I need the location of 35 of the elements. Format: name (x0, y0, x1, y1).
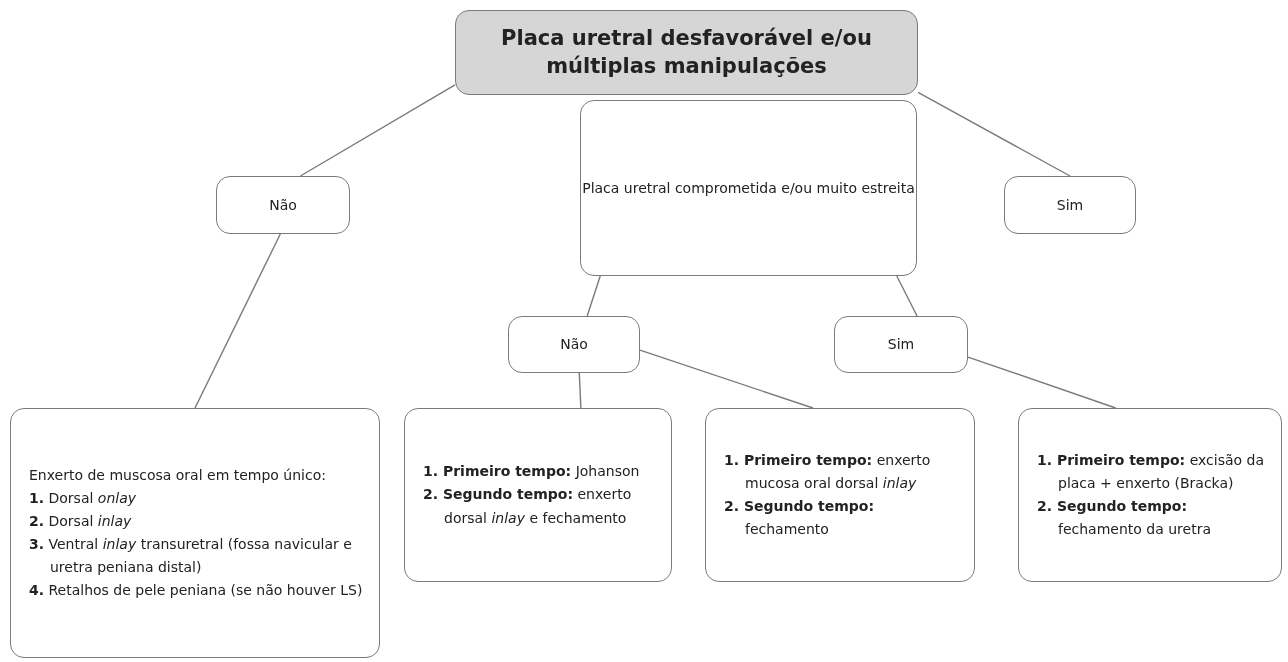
list-item: 2. Segundo tempo: enxerto dorsal inlay e fechamento (423, 485, 633, 528)
connector-line (194, 233, 281, 409)
list-item: Enxerto de muscosa oral em tempo único: (29, 465, 327, 485)
connector-line (299, 84, 456, 177)
title-box (455, 10, 918, 95)
label-text: Placa uretral comprometida e/ou muito estreita (582, 178, 915, 198)
text-box (705, 408, 975, 582)
decision-box (580, 100, 917, 276)
list-item: 1. Dorsal onlay (29, 488, 138, 508)
connector-line (578, 372, 582, 409)
decision-box (834, 316, 968, 373)
list-item: 2. Segundo tempo: fechamento da uretra (1037, 497, 1212, 540)
decision-box (1004, 176, 1136, 234)
label-text: Sim (1056, 195, 1084, 215)
label-text: Não (269, 195, 297, 215)
label-text: Não (560, 335, 588, 355)
text-box (10, 408, 380, 658)
connector-line (586, 275, 601, 317)
list-item: 2. Segundo tempo: fechamento (724, 497, 875, 540)
connector-line (639, 349, 814, 409)
list-item: 1. Primeiro tempo: excisão da placa + enxerto (Bracka) (1037, 450, 1265, 493)
list-item: 2. Dorsal inlay (29, 511, 133, 531)
connector-line (967, 356, 1117, 409)
decision-box (508, 316, 640, 373)
list-item: 1. Primeiro tempo: Johanson (423, 462, 641, 482)
list-item: 3. Ventral inlay transuretral (fossa navicular e uretra peniana distal) (29, 535, 353, 578)
connector-line (917, 91, 1071, 177)
list-item: 4. Retalhos de pele peniana (se não houver LS) (29, 581, 364, 601)
list-item: 1. Primeiro tempo: enxerto mucosa oral dorsal inlay (724, 450, 932, 493)
text-box (1018, 408, 1282, 582)
text-box (404, 408, 672, 582)
label-text: Placa uretral desfavorável e/ou múltiplas manipulações (500, 25, 873, 80)
decision-box (216, 176, 350, 234)
label-text: Sim (887, 335, 915, 355)
connector-line (896, 275, 918, 317)
